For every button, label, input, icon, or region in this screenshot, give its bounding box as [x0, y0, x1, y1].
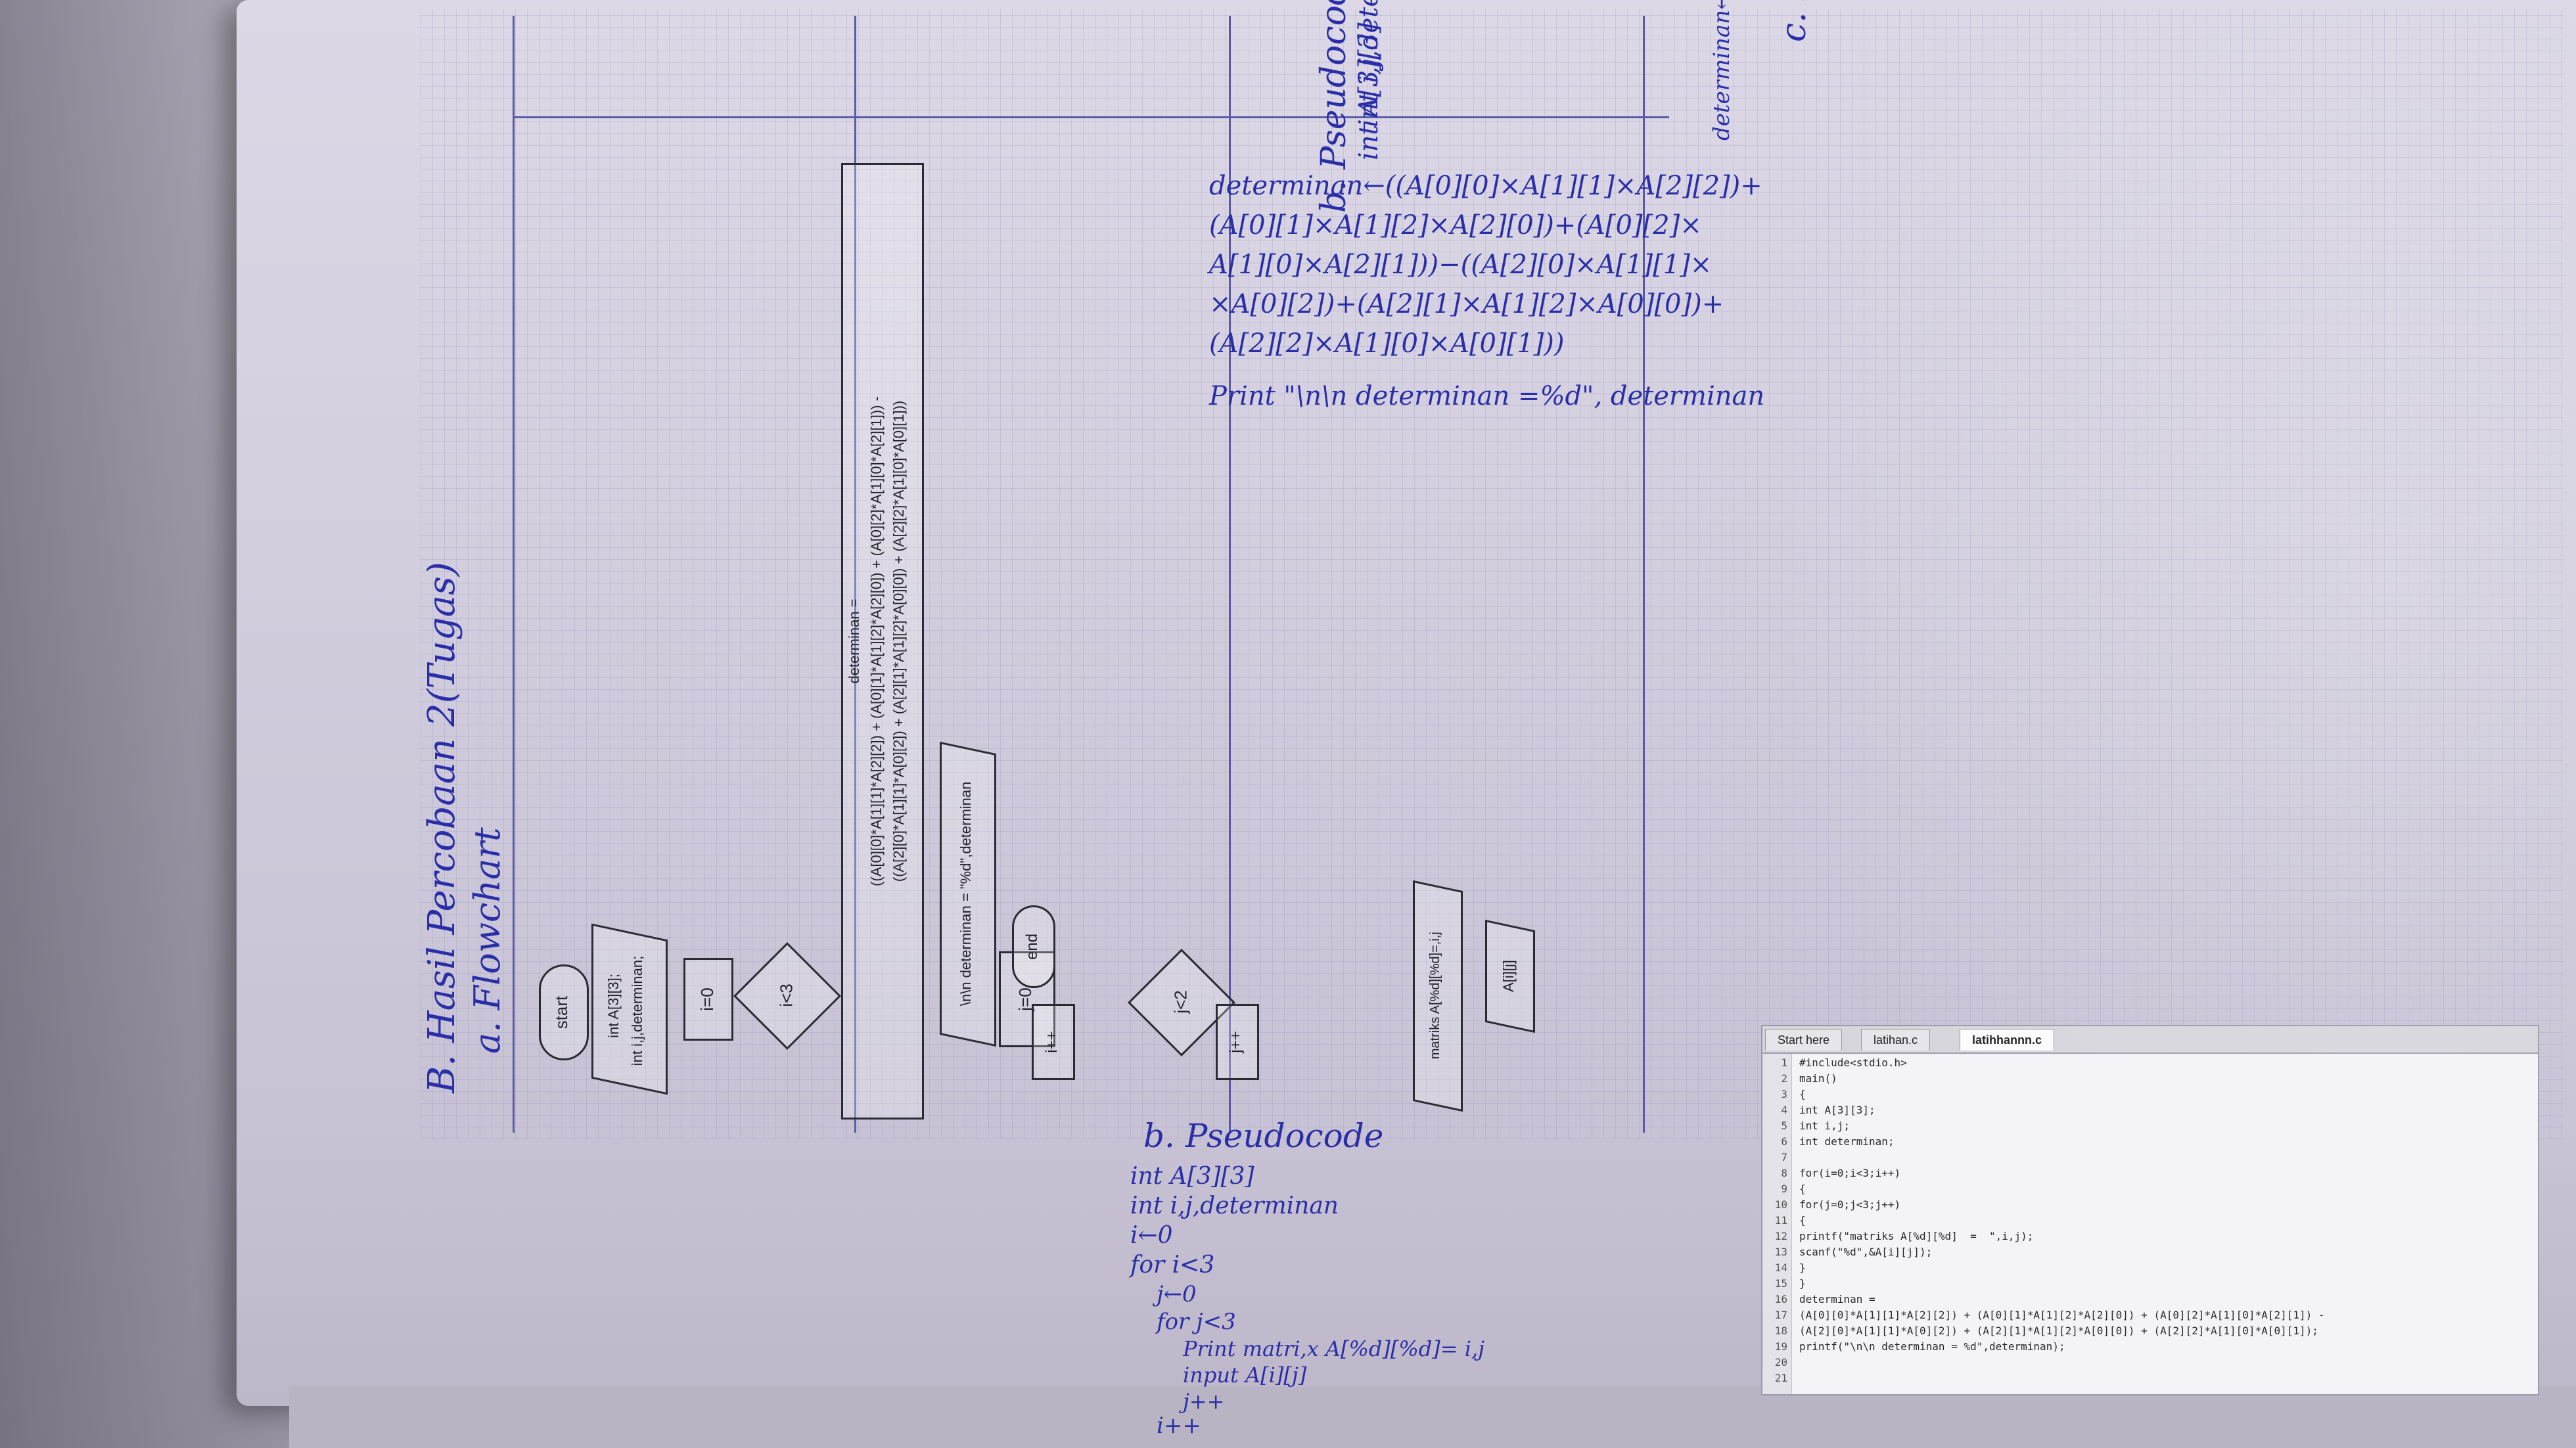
line-number: 10 — [1774, 1198, 1787, 1211]
flowchart-subtitle: a. Flowchart — [467, 827, 508, 1054]
pseudocode-line-0: int A[3][3] — [1130, 1163, 1254, 1190]
pseudo-det-line-4: (A[2][2]×A[1][0]×A[0][1])) — [1209, 328, 1565, 359]
flow-det-label: determinan = — [846, 599, 862, 684]
line-number: 16 — [1774, 1293, 1787, 1305]
line-number: 11 — [1774, 1214, 1787, 1227]
flowchart-separator — [513, 116, 1669, 118]
flow-det-line2: ((A[2][0]*A[1][1]*A[0][2]) + (A[2][1]*A[… — [890, 400, 907, 882]
code-line: main() — [1799, 1072, 1837, 1085]
line-number: 4 — [1781, 1104, 1787, 1116]
pseudo-det-line-1: (A[0][1]×A[1][2]×A[2][0])+(A[0][2]× — [1209, 210, 1702, 240]
code-line: for(j=0;j<3;j++) — [1799, 1198, 1901, 1211]
pseudo-det-line-3: ×A[0][2])+(A[2][1]×A[1][2]×A[0][0])+ — [1209, 289, 1724, 319]
code-line: scanf("%d",&A[i][j]); — [1799, 1246, 1933, 1258]
pseudo-line-2: int i,j,determinan — [1354, 0, 1384, 127]
flow-decl-line1: int A[3][3]; — [605, 973, 622, 1038]
code-line: int determinan; — [1799, 1135, 1895, 1148]
ide-screenshot: Start here latihan.c latihhannn.c 1 #incl… — [1761, 1025, 2539, 1395]
flow-inc-j: j++ — [1216, 1004, 1259, 1080]
pseudocode-line-6: Print matri,x A[%d][%d]= i,j — [1183, 1336, 1485, 1361]
flow-print-det: \n\n determinan = "%d",determinan — [940, 741, 996, 1047]
code-line: { — [1799, 1214, 1806, 1227]
flow-inc-i: i++ — [1032, 1004, 1075, 1080]
flow-end-terminal: end — [1012, 905, 1055, 988]
page-underside — [289, 1386, 2576, 1448]
flow-decl-line2: int i,j,determinan; — [629, 955, 645, 1066]
flow-input-a-label: A[i][j] — [1500, 960, 1517, 993]
flow-input-a: A[i][j] — [1485, 919, 1535, 1033]
pseudo-det-line-0: determinan←((A[0][0]×A[1][1]×A[2][2])+ — [1209, 171, 1762, 201]
flow-cond-j-label: j<2 — [1170, 990, 1191, 1014]
pseudocode-line-4: j←0 — [1157, 1281, 1197, 1307]
pseudocode-line-3: for i<3 — [1130, 1252, 1215, 1278]
flow-inc-j-label: j++ — [1227, 1031, 1245, 1053]
tab-start-here[interactable]: Start here — [1765, 1029, 1843, 1051]
line-number: 21 — [1774, 1372, 1787, 1384]
line-number: 12 — [1774, 1230, 1787, 1242]
code-line: printf("\n\n determinan = %d",determinan… — [1799, 1340, 2065, 1353]
flow-cond-i-label: i<3 — [776, 984, 796, 1007]
code-line: int i,j; — [1799, 1120, 1851, 1132]
line-number: 17 — [1774, 1309, 1787, 1321]
pseudocode-heading: b. Pseudocode — [1143, 1117, 1384, 1155]
line-number: 1 — [1781, 1056, 1787, 1069]
pseudocode-line-5: for j<3 — [1157, 1309, 1236, 1335]
line-number: 2 — [1781, 1072, 1787, 1085]
flow-inc-i-label: i++ — [1043, 1031, 1061, 1053]
flow-determinant-process: determinan = ((A[0][0]*A[1][1]*A[2][2]) … — [841, 163, 924, 1120]
line-number: 5 — [1781, 1120, 1787, 1132]
code-line: determinan = — [1799, 1293, 1875, 1305]
pseudo-det-line-5: Print "\n\n determinan =%d", determinan — [1209, 381, 1765, 411]
flow-init-i-label: i=0 — [697, 987, 717, 1011]
ide-gutter — [1762, 1054, 1792, 1394]
section-title: B. Hasil Percobaan 2(Tugas) — [421, 562, 463, 1093]
code-line: (A[0][0]*A[1][1]*A[2][2]) + (A[0][1]*A[1… — [1799, 1309, 2325, 1321]
flow-end-label: end — [1023, 933, 1041, 961]
code-line: int A[3][3]; — [1799, 1104, 1875, 1116]
flow-det-line1: ((A[0][0]*A[1][1]*A[2][2]) + (A[0][1]*A[… — [868, 396, 885, 886]
line-number: 9 — [1781, 1183, 1787, 1195]
code-line: } — [1799, 1277, 1806, 1290]
flow-declaration: int A[3][3]; int i,j,determinan; — [591, 923, 668, 1095]
pseudocode-line-7: input A[i][j] — [1183, 1363, 1307, 1388]
line-number: 18 — [1774, 1324, 1787, 1337]
pseudocode-line-2: i←0 — [1130, 1222, 1173, 1249]
ide-code-area[interactable]: 1 #include<stdio.h> 2 main() 3 {4 int A[3][3];… — [1762, 1056, 2538, 1391]
flow-start-terminal: start — [539, 964, 589, 1060]
script-subtitle: c. Script — [1774, 0, 1814, 42]
code-line: printf("matriks A[%d][%d] = ",i,j); — [1799, 1230, 2034, 1242]
line-number: 8 — [1781, 1167, 1787, 1179]
flow-start-label: start — [551, 995, 571, 1029]
line-number: 6 — [1781, 1135, 1787, 1148]
code-line: #include<stdio.h> — [1799, 1056, 1907, 1069]
pseudocode-line-8: j++ — [1183, 1389, 1225, 1414]
code-line: { — [1799, 1088, 1806, 1100]
line-number: 3 — [1781, 1088, 1787, 1100]
pseudocode-line-9: i++ — [1157, 1413, 1201, 1439]
pseudo-det-1: determinan←((A[0][0]×A[1][1]×A[2][2])+ — [1709, 0, 1735, 141]
line-number: 13 — [1774, 1246, 1787, 1258]
flow-init-i: i=0 — [683, 958, 733, 1041]
code-line: (A[2][0]*A[1][1]*A[0][2]) + (A[2][1]*A[1… — [1799, 1324, 2318, 1337]
code-line: for(i=0;i<3;i++) — [1799, 1167, 1901, 1179]
line-number: 19 — [1774, 1340, 1787, 1353]
tab-latihan[interactable]: latihan.c — [1861, 1029, 1931, 1051]
line-number: 14 — [1774, 1261, 1787, 1274]
margin-line-top — [513, 16, 515, 1133]
code-line: { — [1799, 1183, 1806, 1195]
pseudocode-determinant-block: determinan←((A[0][0]×A[1][1]×A[2][2])+ (… — [1209, 171, 1998, 926]
tab-latihhannn[interactable]: latihhannn.c — [1960, 1029, 2055, 1051]
line-number: 15 — [1774, 1277, 1787, 1290]
line-number: 20 — [1774, 1356, 1787, 1369]
pseudo-det-line-2: A[1][0]×A[2][1]))−((A[2][0]×A[1][1]× — [1209, 250, 1713, 280]
line-number: 7 — [1781, 1151, 1787, 1164]
pseudocode-block: b. Pseudocode int A[3][3] int i,j,determ… — [1130, 1117, 1603, 1439]
ide-tab-bar: Start here latihan.c latihhannn.c — [1762, 1026, 2538, 1054]
code-line: } — [1799, 1261, 1806, 1274]
flow-print-det-label: \n\n determinan = "%d",determinan — [957, 781, 974, 1007]
pseudocode-line-1: int i,j,determinan — [1130, 1192, 1339, 1219]
